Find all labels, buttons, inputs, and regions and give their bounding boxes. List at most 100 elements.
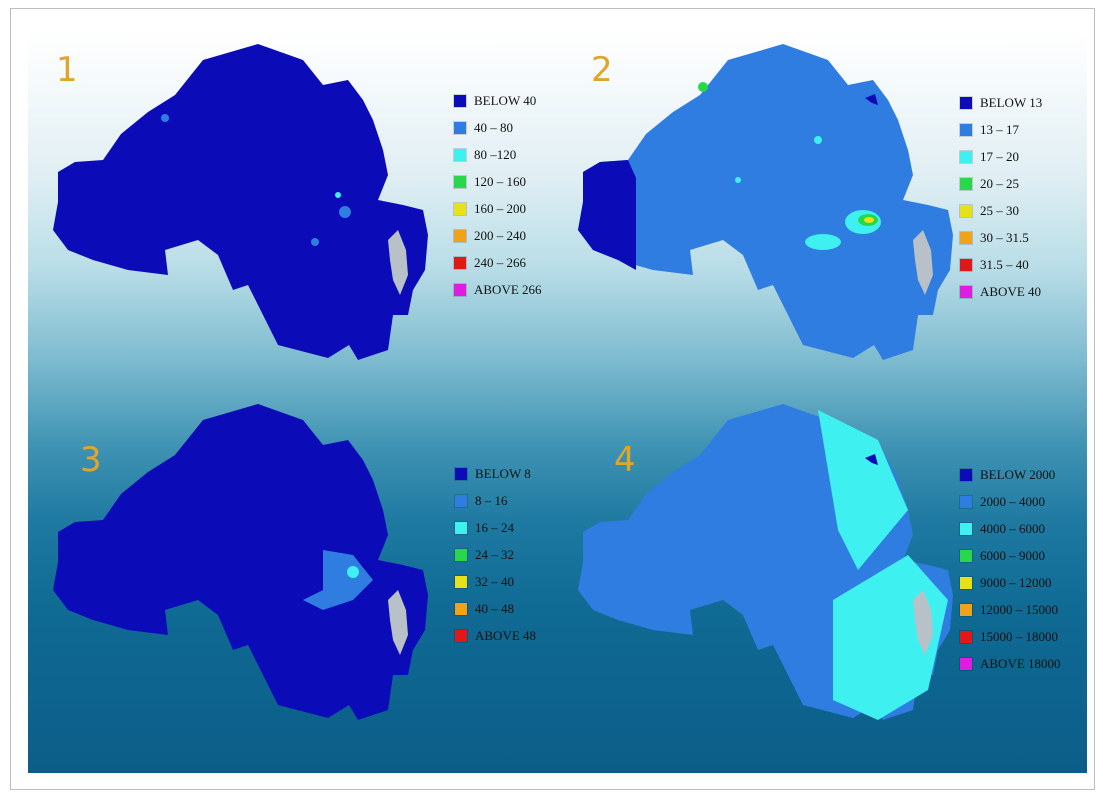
panel-number-2: 2 <box>591 50 613 90</box>
map-2 <box>578 44 953 360</box>
legend-swatch <box>455 602 467 615</box>
legend-swatch <box>960 522 972 535</box>
legend-label: 20 – 25 <box>980 175 1019 191</box>
legend-label: BELOW 2000 <box>980 466 1056 482</box>
legend-label: 80 –120 <box>474 146 517 162</box>
legend-swatch <box>454 121 466 134</box>
legend-item: ABOVE 266 <box>454 276 542 303</box>
legend-label: 15000 – 18000 <box>980 628 1058 644</box>
legend-swatch <box>960 549 972 562</box>
legend-item: 9000 – 12000 <box>960 569 1061 596</box>
legend-item: 160 – 200 <box>454 195 542 222</box>
legend-label: 16 – 24 <box>475 519 514 535</box>
legend-label: 32 – 40 <box>475 573 514 589</box>
legend-swatch <box>454 283 466 296</box>
legend-label: 17 – 20 <box>980 148 1019 164</box>
map-figure: 1 2 3 4 BELOW 40 40 – 80 80 –120 120 – 1… <box>28 30 1087 773</box>
legend-swatch <box>960 258 972 271</box>
legend-item: BELOW 13 <box>960 89 1042 116</box>
legend-item: 4000 – 6000 <box>960 515 1061 542</box>
legend-swatch <box>960 468 972 481</box>
panel-number-4: 4 <box>614 440 636 480</box>
legend-swatch <box>960 204 972 217</box>
legend-swatch <box>960 657 972 670</box>
legend-item: 200 – 240 <box>454 222 542 249</box>
legend-item: BELOW 2000 <box>960 461 1061 488</box>
legend-swatch <box>455 467 467 480</box>
legend-label: 31.5 – 40 <box>980 256 1029 272</box>
legend-label: BELOW 8 <box>475 465 531 481</box>
legend-item: 12000 – 15000 <box>960 596 1061 623</box>
legend-label: 2000 – 4000 <box>980 493 1045 509</box>
legend-swatch <box>455 521 467 534</box>
legend-label: 120 – 160 <box>474 173 526 189</box>
legend-label: 40 – 48 <box>475 600 514 616</box>
legend-swatch <box>455 629 467 642</box>
map-1-hotspots <box>161 114 351 246</box>
legend-swatch <box>455 494 467 507</box>
panel-number-3: 3 <box>80 440 102 480</box>
legend-item: 25 – 30 <box>960 197 1042 224</box>
legend-item: 120 – 160 <box>454 168 542 195</box>
legend-item: 80 –120 <box>454 141 542 168</box>
legend-swatch <box>454 175 466 188</box>
legend-swatch <box>960 576 972 589</box>
legend-swatch <box>454 256 466 269</box>
legend-item: 8 – 16 <box>455 487 536 514</box>
legend-item: BELOW 8 <box>455 460 536 487</box>
legend-swatch <box>454 229 466 242</box>
legend-item: ABOVE 40 <box>960 278 1042 305</box>
legend-swatch <box>960 150 972 163</box>
legend-swatch <box>960 123 972 136</box>
legend-item: ABOVE 48 <box>455 622 536 649</box>
legend-label: 40 – 80 <box>474 119 513 135</box>
legend-item: 15000 – 18000 <box>960 623 1061 650</box>
map-3-hotspots <box>303 550 373 610</box>
legend-label: 6000 – 9000 <box>980 547 1045 563</box>
legend-item: 20 – 25 <box>960 170 1042 197</box>
legend-item: 30 – 31.5 <box>960 224 1042 251</box>
map-4 <box>578 404 953 720</box>
legend-label: 25 – 30 <box>980 202 1019 218</box>
legend-swatch <box>454 94 466 107</box>
legend-item: 40 – 80 <box>454 114 542 141</box>
legend-label: BELOW 40 <box>474 92 537 108</box>
legend-label: BELOW 13 <box>980 94 1043 110</box>
maps-canvas <box>53 44 953 720</box>
legend-label: ABOVE 48 <box>475 627 537 643</box>
legend-label: 12000 – 15000 <box>980 601 1058 617</box>
legend-label: 24 – 32 <box>475 546 514 562</box>
legend-label: 200 – 240 <box>474 227 526 243</box>
legend-item: 40 – 48 <box>455 595 536 622</box>
legend-item: 32 – 40 <box>455 568 536 595</box>
legend-item: 6000 – 9000 <box>960 542 1061 569</box>
legend-swatch <box>454 148 466 161</box>
panel-number-1: 1 <box>56 50 78 90</box>
legend-swatch <box>455 548 467 561</box>
legend-item: BELOW 40 <box>454 87 542 114</box>
legend-label: 30 – 31.5 <box>980 229 1029 245</box>
legend-swatch <box>960 630 972 643</box>
legend-label: 8 – 16 <box>475 492 508 508</box>
legend-swatch <box>960 231 972 244</box>
legend-item: 24 – 32 <box>455 541 536 568</box>
legend-1: BELOW 40 40 – 80 80 –120 120 – 160 160 –… <box>454 87 542 303</box>
legend-swatch <box>960 603 972 616</box>
legend-label: 160 – 200 <box>474 200 526 216</box>
legend-swatch <box>455 575 467 588</box>
legend-2: BELOW 13 13 – 17 17 – 20 20 – 25 25 – 30… <box>960 89 1042 305</box>
legend-item: ABOVE 18000 <box>960 650 1061 677</box>
legend-label: 13 – 17 <box>980 121 1019 137</box>
map-2-hotspots <box>698 82 881 250</box>
legend-item: 16 – 24 <box>455 514 536 541</box>
legend-swatch <box>454 202 466 215</box>
legend-swatch <box>960 96 972 109</box>
legend-swatch <box>960 177 972 190</box>
legend-label: ABOVE 40 <box>980 283 1042 299</box>
legend-3: BELOW 8 8 – 16 16 – 24 24 – 32 32 – 40 4… <box>455 460 536 649</box>
legend-swatch <box>960 495 972 508</box>
legend-label: 4000 – 6000 <box>980 520 1045 536</box>
legend-label: ABOVE 18000 <box>980 655 1061 671</box>
map-3 <box>53 404 428 720</box>
legend-label: 240 – 266 <box>474 254 526 270</box>
